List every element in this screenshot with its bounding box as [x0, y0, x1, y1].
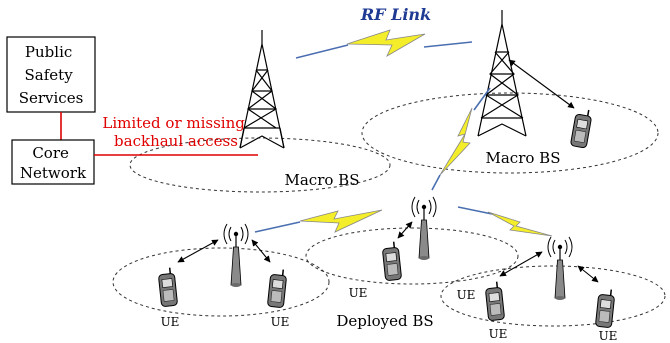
ue-label-6: UE [599, 329, 618, 343]
ue-label-3: UE [349, 286, 368, 300]
macro-tower-right [477, 10, 527, 137]
deployed-bs-middle [411, 196, 437, 261]
deployed-coverage-middle [305, 227, 519, 285]
ue-label-5: UE [489, 327, 508, 341]
core-network-line-2: Network [20, 164, 87, 182]
rf-link-line-left [295, 44, 349, 59]
ue-arrow-5 [577, 265, 599, 283]
rf-link-deployed-2a [457, 206, 493, 215]
ue-label-4: UE [457, 288, 476, 302]
ue-arrow-4 [499, 251, 543, 277]
public-safety-line-2: Safety [25, 66, 74, 84]
ue-phone-5 [594, 287, 617, 329]
deployed-bs-label: Deployed BS [336, 312, 433, 330]
deployed-coverage-right [440, 265, 666, 327]
macro-coverage-left [129, 137, 391, 193]
deployed-bs-right [547, 236, 573, 301]
ue-label-1: UE [161, 315, 180, 329]
backhaul-label-line-2: backhaul access [114, 132, 238, 150]
public-safety-line-3: Services [19, 89, 84, 107]
ue-arrow-2 [251, 239, 271, 263]
public-safety-line-1: Public [25, 43, 72, 61]
ue-phone-3 [380, 240, 403, 282]
ue-phone-macro [569, 107, 594, 149]
ue-label-2: UE [271, 315, 290, 329]
core-network-line-1: Core [32, 144, 69, 162]
rf-link-vertical-bottom [431, 174, 441, 191]
svg-text:Public Safety Services: Public Safety Services [19, 43, 84, 107]
lightning-icon [346, 29, 426, 57]
rf-link-line-right [423, 41, 473, 48]
ue-phone-2 [266, 267, 289, 309]
core-network-box [11, 139, 95, 185]
rf-link-vertical-top [473, 87, 491, 111]
macro-bs-right-label: Macro BS [486, 149, 561, 167]
macro-bs-left-label: Macro BS [285, 171, 360, 189]
macro-tower-left [239, 30, 285, 149]
macro-ue-arrow [508, 59, 575, 109]
lightning-icon [487, 211, 553, 237]
deployed-coverage-left [112, 247, 330, 317]
backhaul-label-line-1: Limited or missing [102, 114, 245, 132]
ue-arrow-3 [397, 221, 413, 239]
rf-link-deployed-1a [254, 221, 301, 233]
public-safety-box [6, 36, 96, 113]
deployed-bs-left [223, 223, 249, 288]
ue-phone-1 [156, 266, 179, 308]
rf-link-label: RF Link [360, 5, 431, 24]
svg-text:Limited or missing backhau: Limited or missing backhaul access [102, 114, 249, 150]
ue-arrow-1 [177, 239, 219, 263]
lightning-icon [299, 209, 383, 233]
lightning-icon [439, 107, 473, 176]
ue-phone-4 [483, 280, 506, 322]
svg-text:Core Network: Core Network [20, 144, 87, 182]
